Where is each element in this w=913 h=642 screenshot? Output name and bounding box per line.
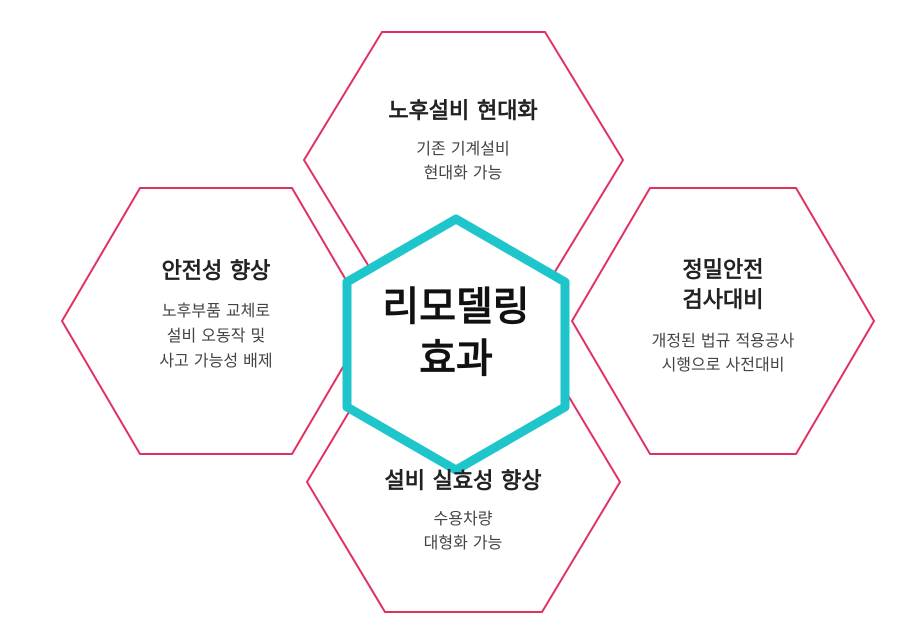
- right-desc-line1: 개정된 법규 적용공사: [652, 331, 795, 350]
- hex-right: [570, 187, 876, 455]
- hex-left: [60, 187, 372, 455]
- left-desc-line2: 설비 오동작 및: [167, 326, 266, 345]
- right-title-line2: 검사대비: [683, 288, 764, 313]
- top-desc-line2: 현대화 가능: [424, 163, 503, 182]
- bottom-desc-line1: 수용차량: [434, 509, 493, 528]
- left-desc-line1: 노후부품 교체로: [162, 301, 270, 320]
- bottom-title: 설비 실효성 향상: [385, 469, 542, 494]
- top-desc-line1: 기존 기계설비: [416, 139, 509, 158]
- center-title-line1: 리모델링: [382, 284, 529, 330]
- bottom-desc-line2: 대형화 가능: [424, 533, 503, 552]
- center-title-line2: 효과: [419, 336, 493, 382]
- left-desc-line3: 사고 가능성 배제: [159, 351, 272, 370]
- hex-center: [342, 214, 570, 475]
- right-title-line1: 정밀안전: [683, 258, 764, 283]
- right-desc-line2: 시행으로 사전대비: [662, 355, 785, 374]
- top-title: 노후설비 현대화: [388, 99, 537, 124]
- left-title: 안전성 향상: [162, 259, 271, 284]
